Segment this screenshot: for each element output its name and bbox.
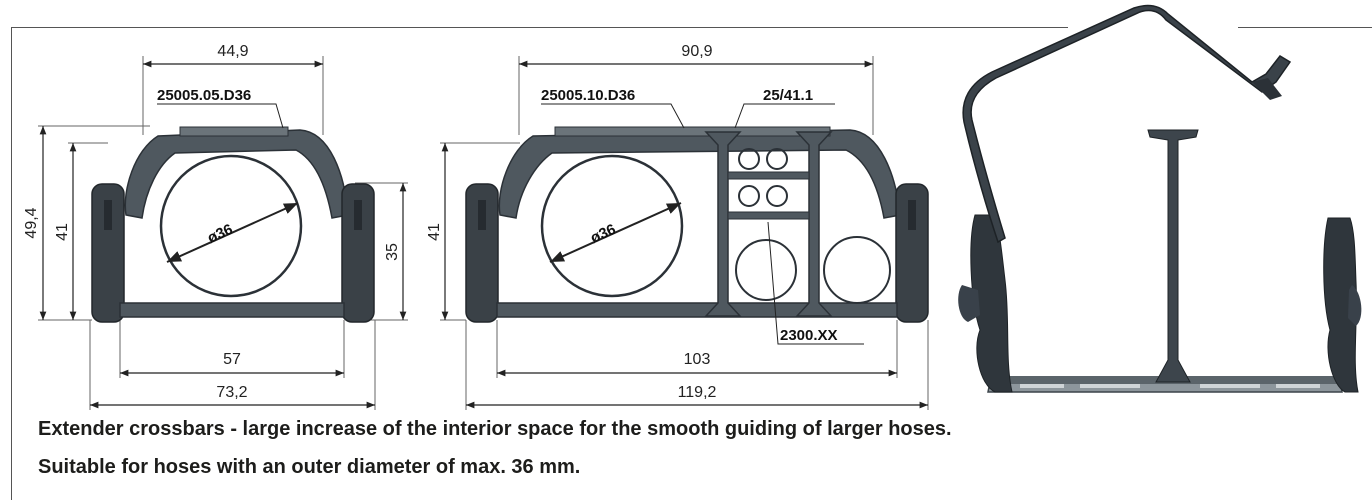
caption-line-2: Suitable for hoses with an outer diamete… — [38, 456, 581, 478]
middle-part-label-2: 25/41.1 — [763, 87, 813, 104]
left-dim-diameter: ø36 — [205, 221, 236, 247]
left-crossbar-part — [91, 126, 375, 323]
crossbar-product-render — [958, 4, 1362, 393]
middle-dim-inner-width: 103 — [684, 351, 711, 368]
caption-line-1: Extender crossbars - large increase of t… — [38, 418, 952, 440]
left-dim-top: 44,9 — [217, 43, 248, 60]
left-crossbar-view: 44,9 25005.05.D36 49,4 41 35 ø36 57 73,2 — [23, 43, 408, 410]
left-dim-right-height: 35 — [384, 243, 401, 261]
middle-dim-top: 90,9 — [681, 43, 712, 60]
frame-gap — [1068, 22, 1238, 32]
middle-crossbar-view: 90,9 25005.10.D36 25/41.1 41 ø36 2300.XX… — [426, 43, 929, 410]
left-dim-inner-height: 41 — [54, 223, 71, 241]
left-part-label: 25005.05.D36 — [157, 87, 251, 104]
left-dim-outer-width: 73,2 — [216, 384, 247, 401]
middle-dim-inner-height: 41 — [426, 223, 443, 241]
middle-dim-outer-width: 119,2 — [678, 384, 717, 401]
left-dim-outer-height: 49,4 — [23, 207, 40, 238]
middle-crossbar-part — [465, 126, 929, 323]
middle-part-label: 25005.10.D36 — [541, 87, 635, 104]
left-dim-inner-width: 57 — [223, 351, 241, 368]
middle-dim-diameter: ø36 — [588, 221, 619, 247]
middle-part-label-3: 2300.XX — [780, 327, 838, 344]
drawing-frame — [11, 27, 1372, 500]
